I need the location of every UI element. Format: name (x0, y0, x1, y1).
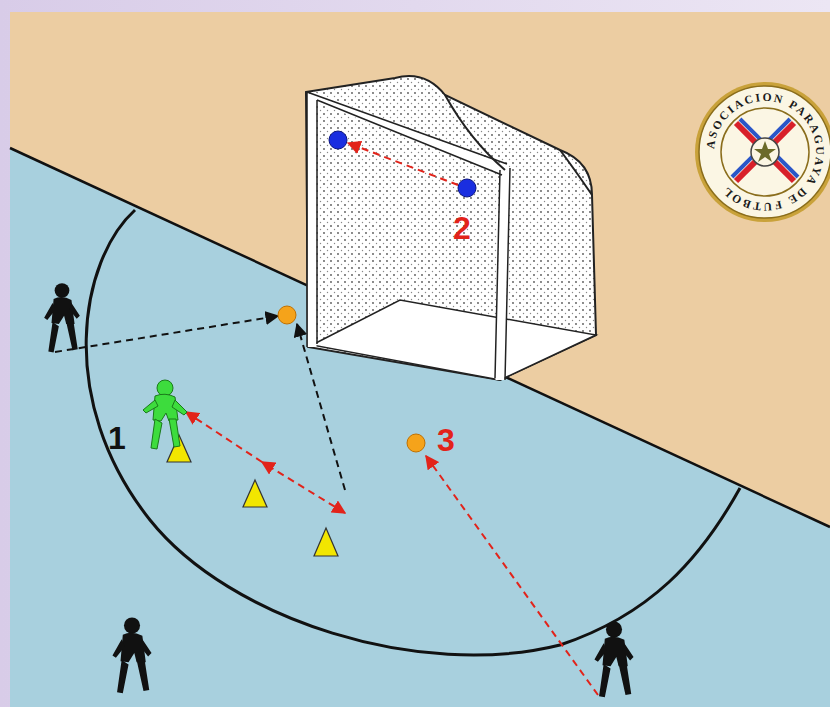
federation-logo: ASOCIACION PARAGUAYA DE FUTBOL (695, 82, 830, 222)
callout-number: 3 (437, 424, 455, 456)
callout-number: 2 (453, 212, 471, 244)
logo-text: ASOCIACION PARAGUAYA DE FUTBOL (704, 91, 826, 213)
callout-number: 1 (108, 422, 126, 454)
